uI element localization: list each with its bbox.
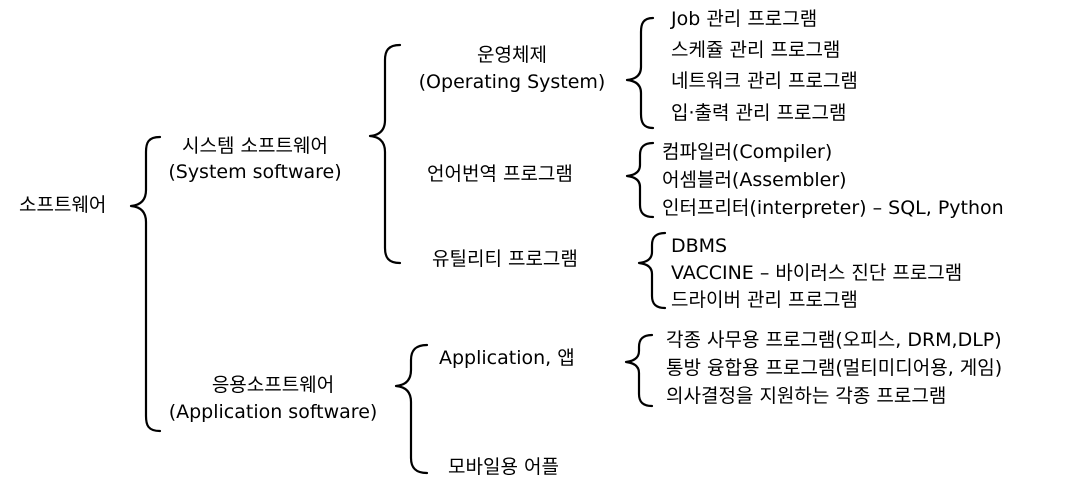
app-item: 의사결정을 지원하는 각종 프로그램 bbox=[666, 385, 947, 407]
os-label: 운영체제 bbox=[477, 44, 547, 66]
utility-item: VACCINE – 바이러스 진단 프로그램 bbox=[671, 262, 963, 284]
application-software-label-en: (Application software) bbox=[168, 401, 378, 423]
system-software-label-en: (System software) bbox=[168, 161, 342, 183]
translator-brace bbox=[625, 141, 655, 219]
os-item: 입·출력 관리 프로그램 bbox=[671, 102, 847, 124]
app-label: Application, 앱 bbox=[439, 347, 575, 369]
root-label: 소프트웨어 bbox=[19, 194, 107, 216]
app-item: 각종 사무용 프로그램(오피스, DRM,DLP) bbox=[666, 329, 1002, 351]
utility-item: 드라이버 관리 프로그램 bbox=[671, 289, 858, 311]
os-item: 네트워크 관리 프로그램 bbox=[671, 70, 858, 92]
translator-label: 언어번역 프로그램 bbox=[427, 163, 573, 185]
os-item: Job 관리 프로그램 bbox=[671, 8, 818, 30]
utility-label: 유틸리티 프로그램 bbox=[432, 248, 578, 270]
os-brace bbox=[625, 16, 655, 130]
application-brace bbox=[394, 343, 429, 475]
application-software-label: 응용소프트웨어 bbox=[211, 374, 335, 396]
mobile-label: 모바일용 어플 bbox=[448, 456, 559, 478]
os-label-en: (Operating System) bbox=[418, 71, 606, 93]
app-item: 통방 융합용 프로그램(멀티미디어용, 게임) bbox=[666, 357, 1003, 379]
root-brace bbox=[129, 135, 162, 433]
system-software-label: 시스템 소프트웨어 bbox=[182, 135, 328, 157]
utility-item: DBMS bbox=[671, 235, 728, 257]
os-item: 스케쥴 관리 프로그램 bbox=[671, 39, 841, 61]
app-brace bbox=[624, 333, 654, 408]
translator-item: 인터프리터(interpreter) – SQL, Python bbox=[662, 197, 1004, 219]
utility-brace bbox=[637, 231, 667, 310]
system-brace bbox=[368, 43, 402, 265]
translator-item: 컴파일러(Compiler) bbox=[662, 141, 833, 163]
translator-item: 어셈블러(Assembler) bbox=[662, 169, 847, 191]
